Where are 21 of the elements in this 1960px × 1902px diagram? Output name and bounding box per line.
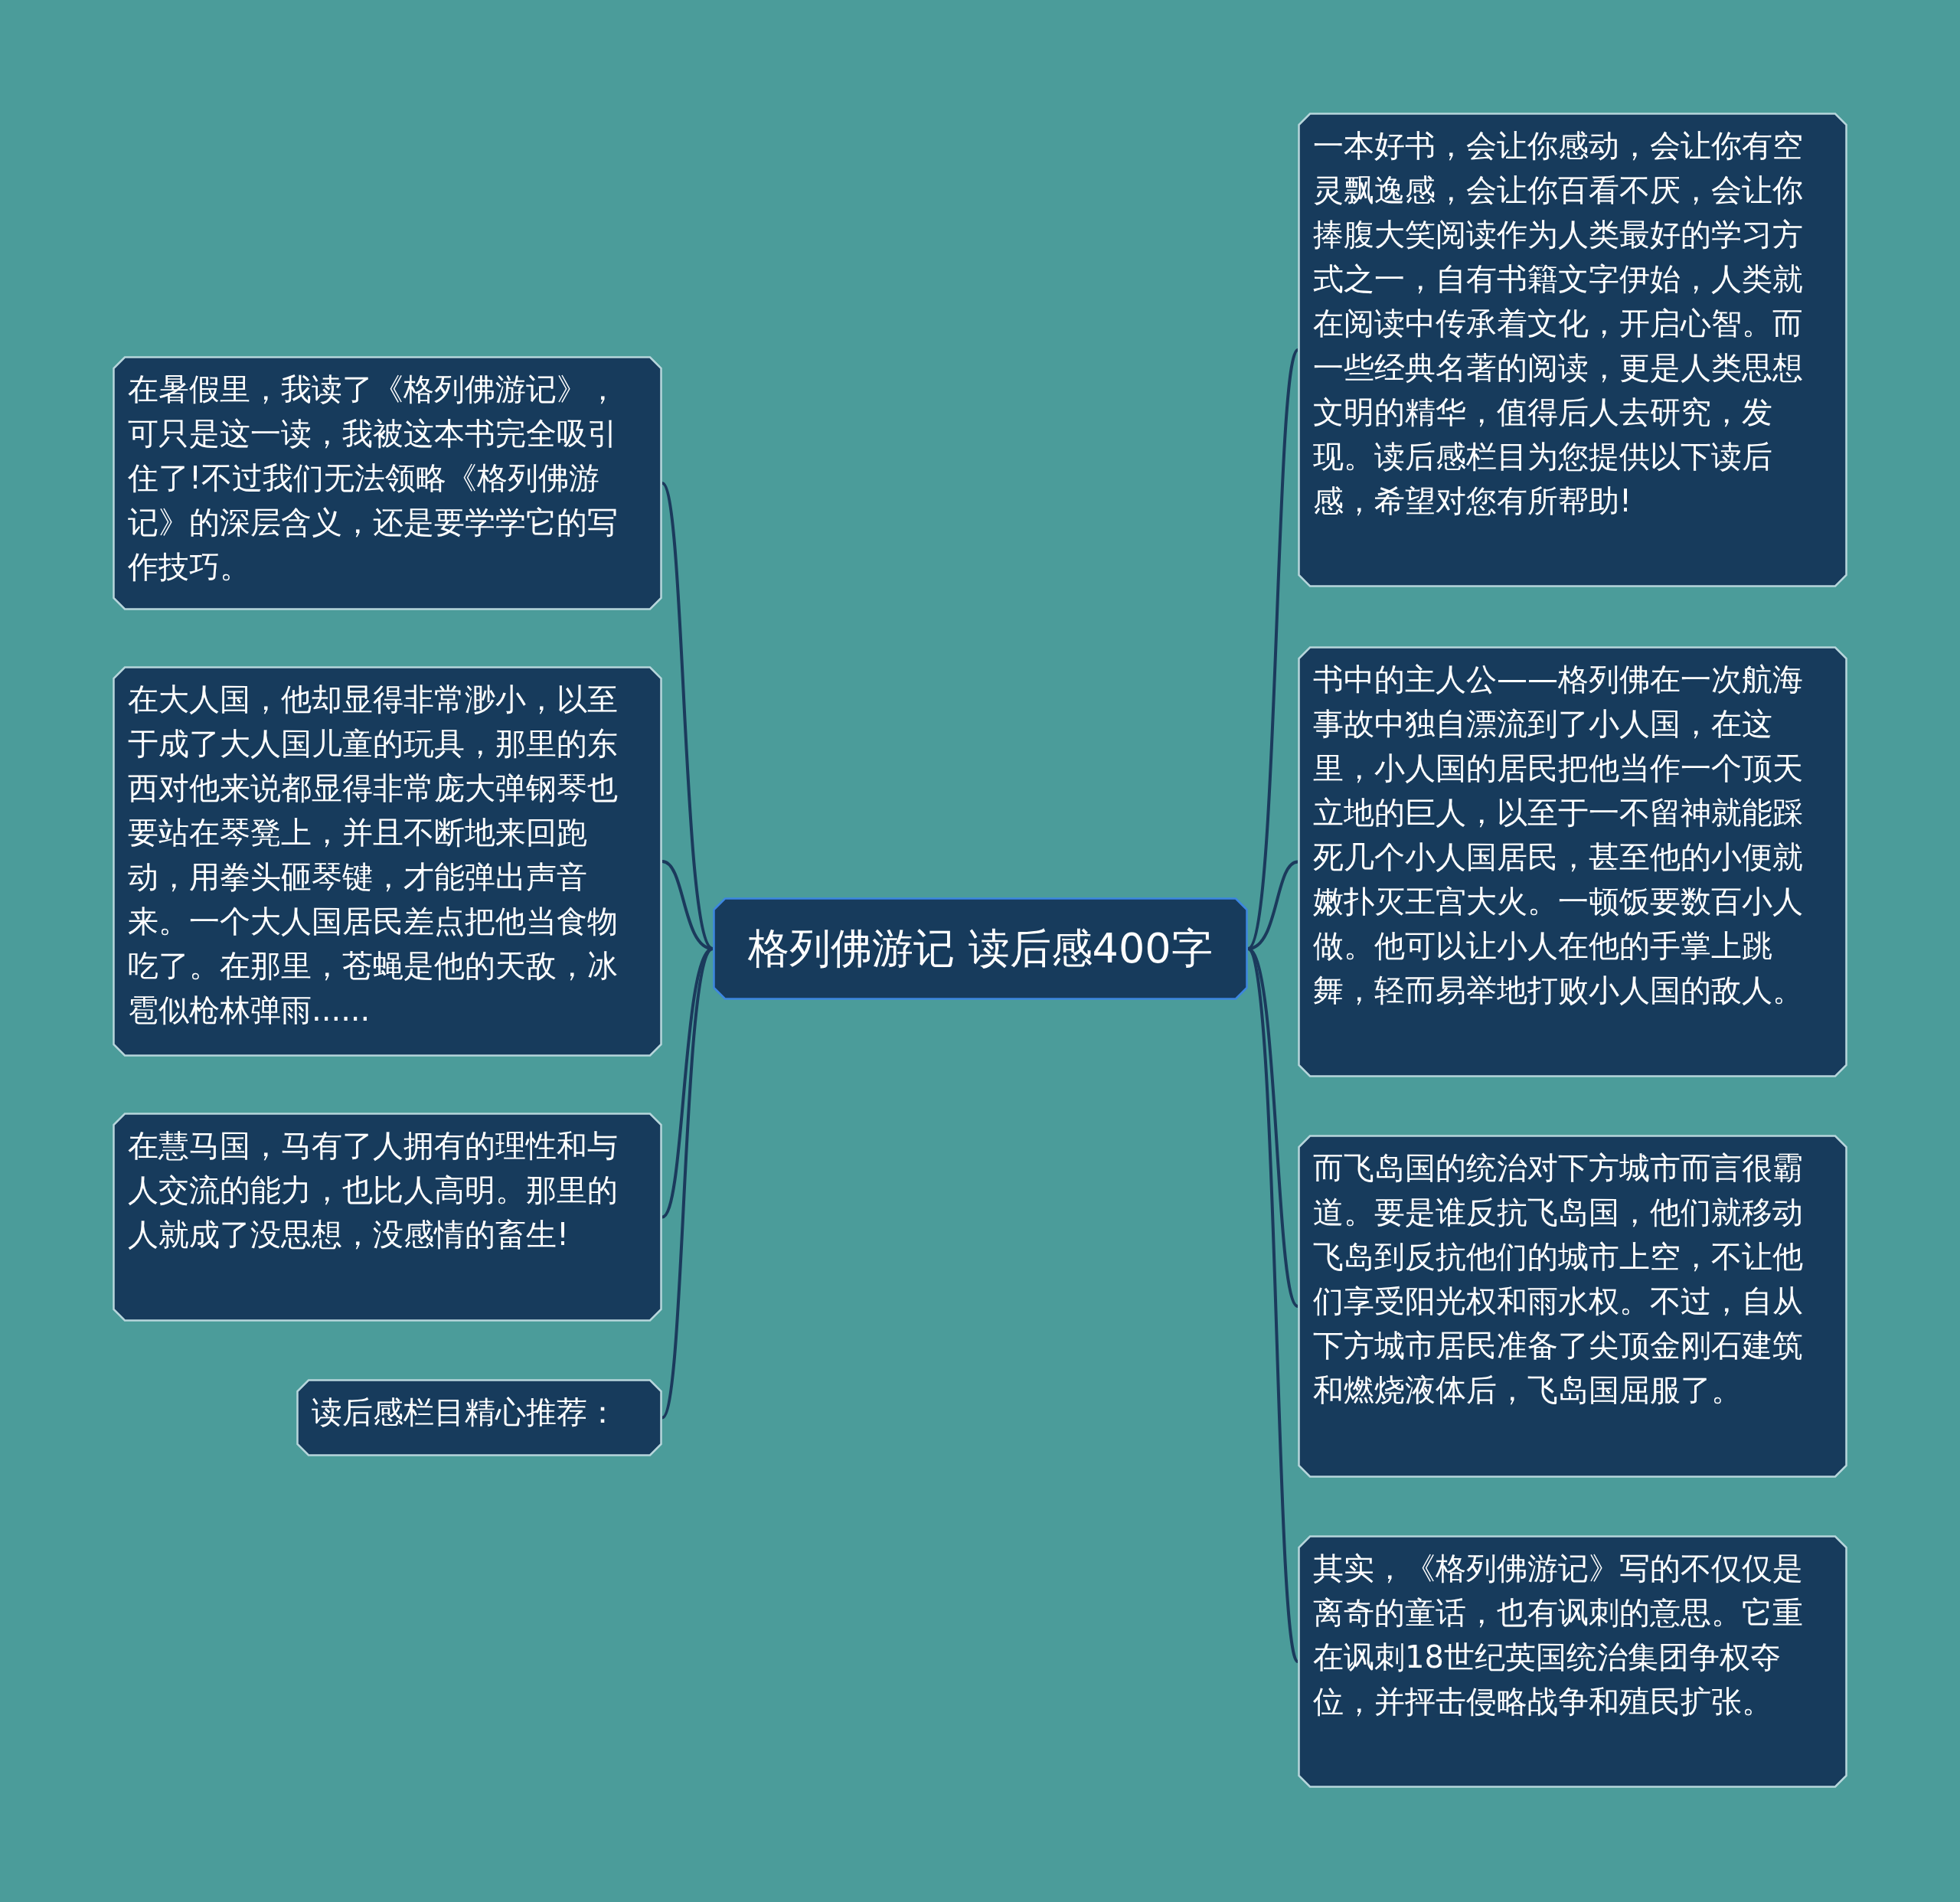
paragraph: 书中的主人公——格列佛在一次航海事故中独自漂流到了小人国，在这里，小人国的居民把他当作一个顶天立地的巨人，以至于一不留神就能踩死几个小人国居民，甚至他的小便就嫩扑灭王宫大火。一顿饭要数百小人做。他可以让小人在他的手掌上跳舞，轻而易举地打败小人国的敌人。 — [1312, 661, 1804, 1009]
paragraph: 其实，《格列佛游记》写的不仅仅是离奇的童话，也有讽刺的意思。它重在讽刺18世纪英国统治集团争权夺位，并抨击侵略战争和殖民扩张。 — [1312, 1550, 1804, 1721]
connector-line — [1246, 948, 1299, 1662]
topic-box — [113, 356, 662, 610]
topic-box — [113, 666, 662, 1057]
paragraph: 在慧马国，马有了人拥有的理性和与人交流的能力，也比人高明。那里的人就成了没思想，没感情的畜生! — [127, 1127, 619, 1253]
topic-title: 格列佛游记 读后感400字 — [747, 923, 1214, 974]
paragraph: 在暑假里，我读了《格列佛游记》，可只是这一读，我被这本书完全吸引住了!不过我们无法领略《格列佛游记》的深层含义，还是要学学它的写作技巧。 — [127, 371, 619, 586]
connector-line — [1247, 860, 1298, 950]
topic-box — [1298, 646, 1847, 1077]
topic-box — [1298, 1135, 1847, 1478]
topic-box — [113, 1113, 662, 1322]
topic-box — [1298, 113, 1847, 587]
topic-box — [296, 1379, 662, 1456]
connector-line — [1246, 349, 1299, 949]
paragraph: 在大人国，他却显得非常渺小，以至于成了大人国儿童的玩具，那里的东西对他来说都显得非常庞大弹钢琴也要站在琴凳上，并且不断地来回跑动，用拳头砸琴键，才能弹出声音来。一个大人国居民差点把他当食物吃了。在那里，苍蝇是他的天敌，冰雹似枪林弹雨...... — [127, 681, 619, 1029]
topic-box — [1298, 1535, 1847, 1788]
paragraph: 读后感栏目精心推荐： — [311, 1394, 619, 1431]
paragraph: 一本好书，会让你感动，会让你有空灵飘逸感，会让你百看不厌，会让你捧腹大笑阅读作为人类最好的学习方式之一，自有书籍文字伊始，人类就在阅读中传承着文化，开启心智。而一些经典名著的阅读，更是人类思想文明的精华，值得后人去研究，发现。读后感栏目为您提供以下读后感，希望对您有所帮助! — [1312, 127, 1804, 520]
central-topic-box — [713, 897, 1248, 1000]
paragraph: 而飞岛国的统治对下方城市而言很霸道。要是谁反抗飞岛国，他们就移动飞岛到反抗他们的城市上空，不让他们享受阳光权和雨水权。不过，自从下方城市居民准备了尖顶金刚石建筑和燃烧液体后，飞岛国屈服了。 — [1312, 1149, 1804, 1409]
